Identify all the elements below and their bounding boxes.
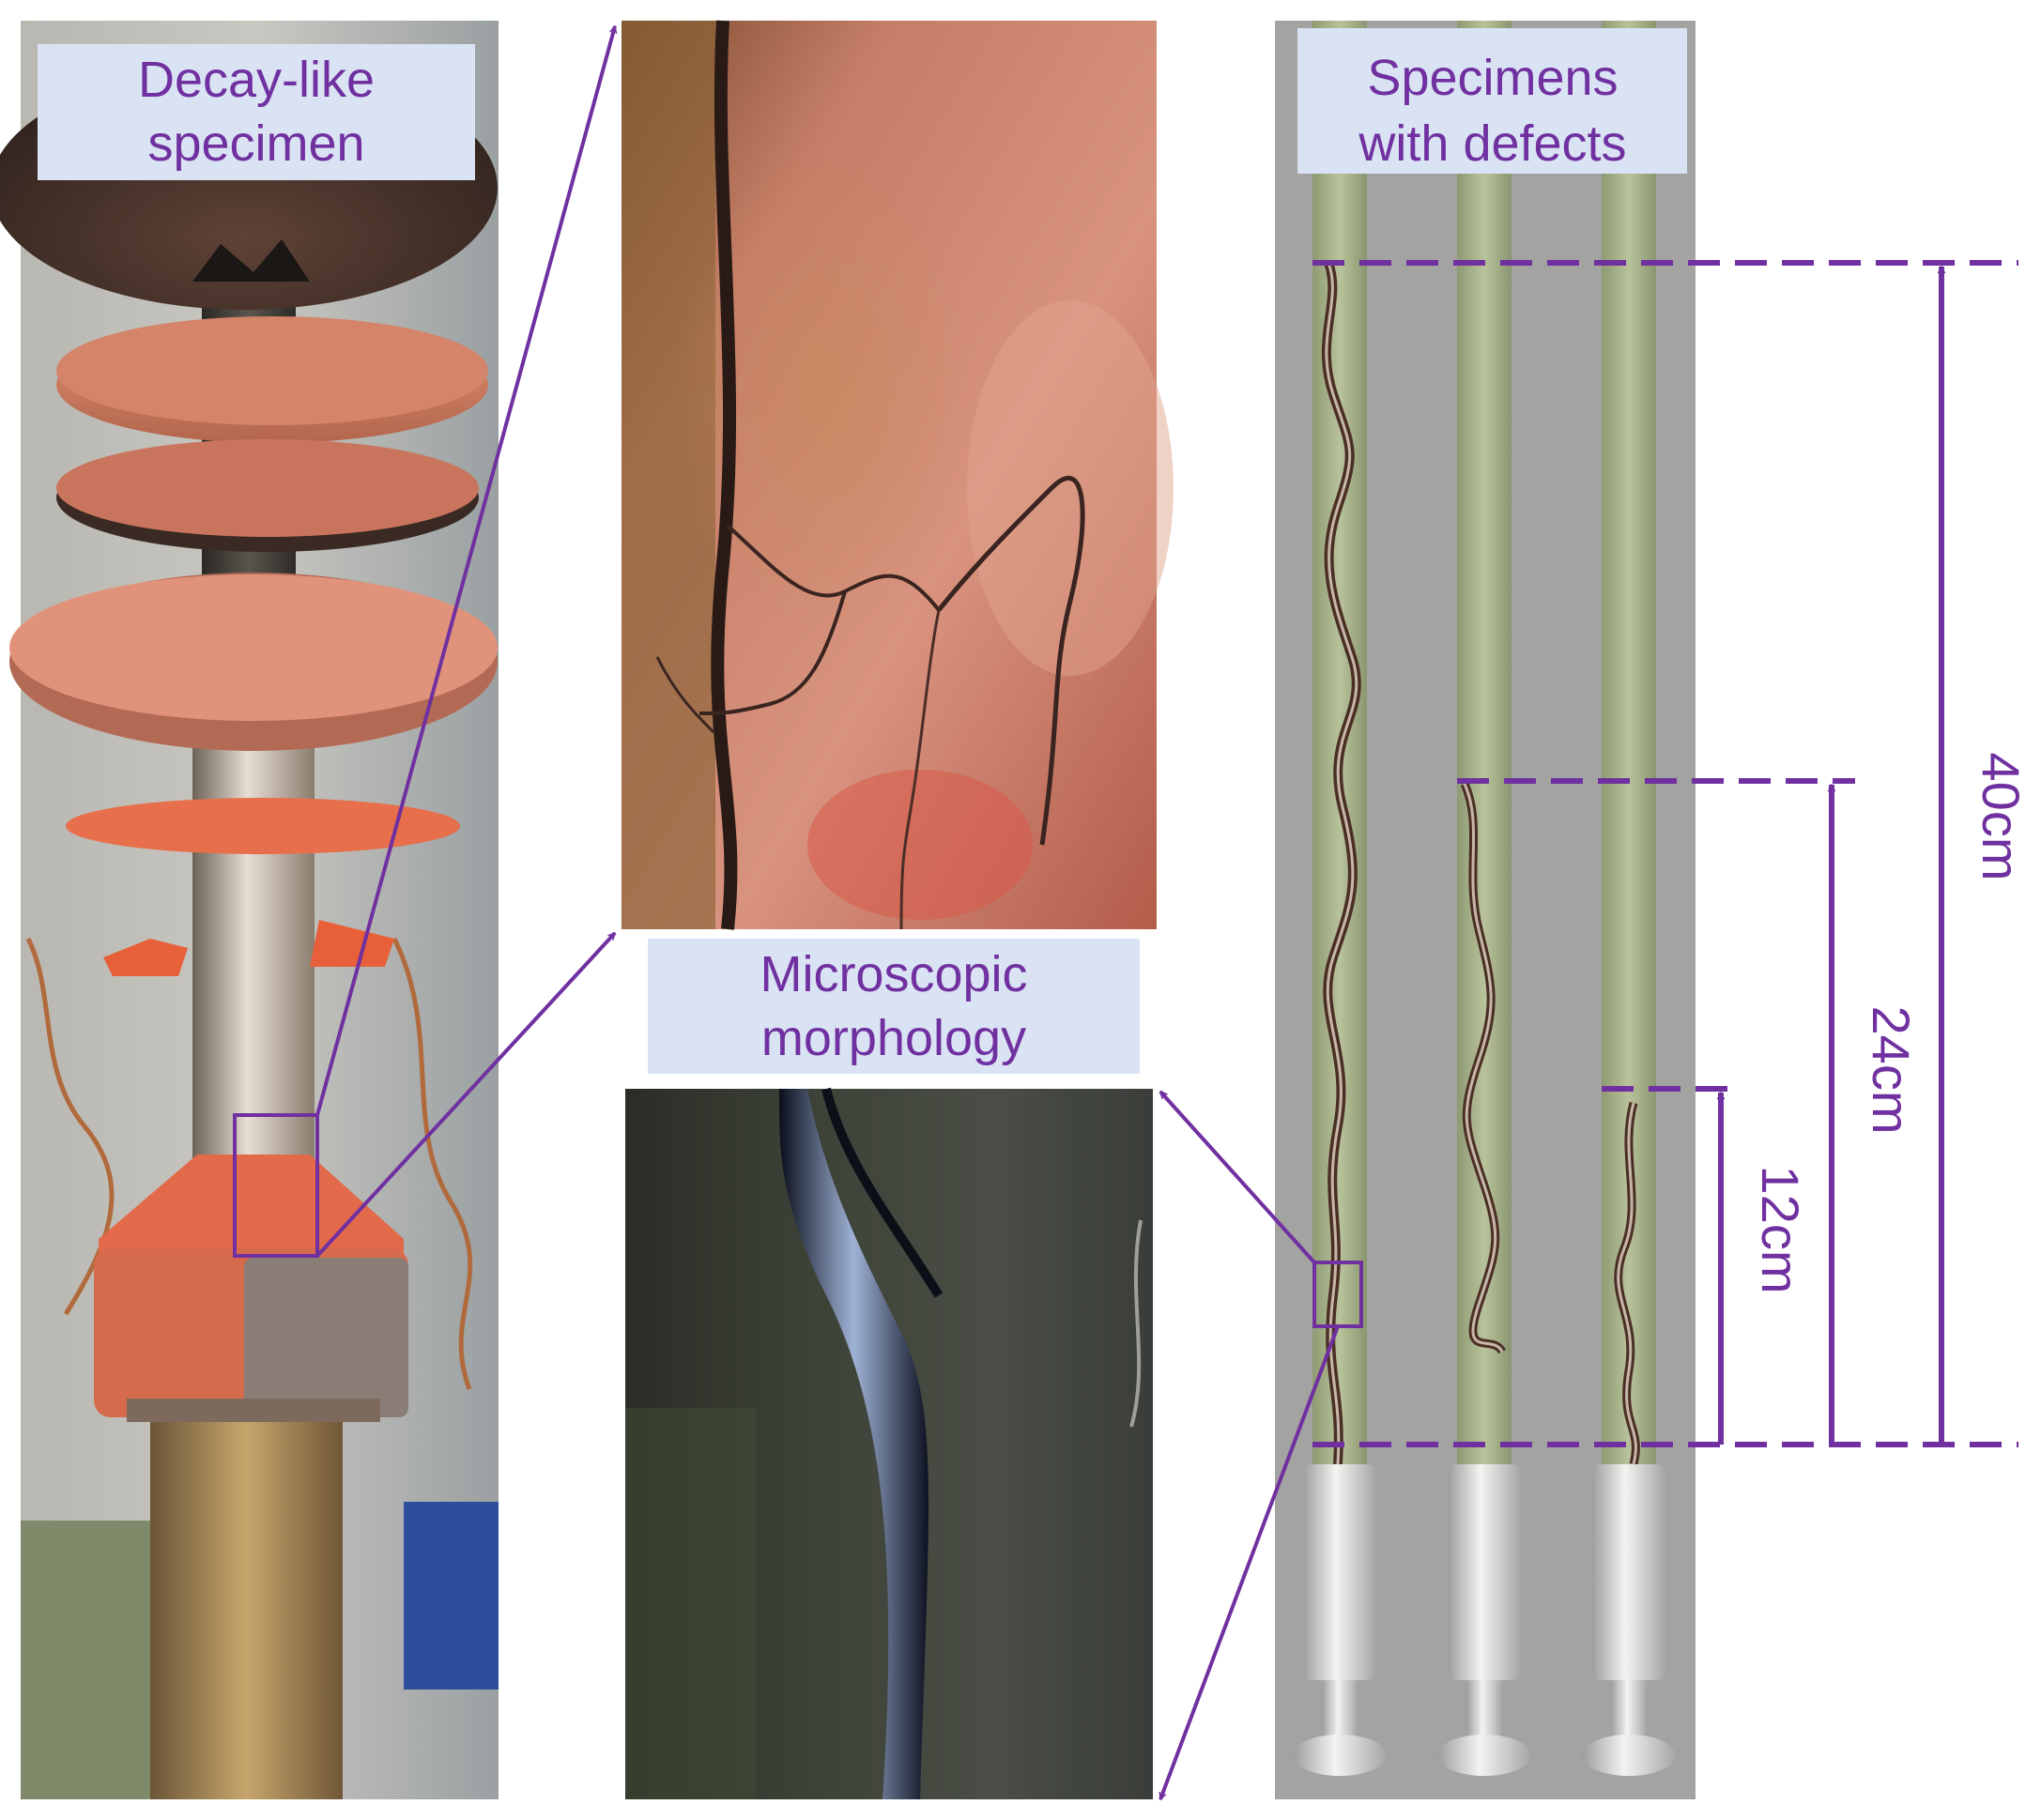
label-decay-line-2: specimen xyxy=(147,115,364,172)
defect-specimens-photo xyxy=(1275,21,1696,1799)
dimension-label-12cm: 12cm xyxy=(1751,1166,1810,1294)
end-fitting-3 xyxy=(1582,1464,1676,1776)
dimension-label-24cm: 24cm xyxy=(1862,1006,1921,1135)
label-micro-line-2: morphology xyxy=(761,1010,1026,1066)
highlight-box-decay xyxy=(233,1113,319,1258)
zoom-arrow-decay-bottom xyxy=(315,931,617,1258)
specimen-rod-2 xyxy=(1457,21,1512,1476)
dimension-lines xyxy=(1312,260,2018,1447)
label-micro-line-1: Microscopic xyxy=(760,946,1027,1002)
label-decay-line-1: Decay-like xyxy=(138,52,375,108)
label-decay-like-specimen: Decay-like specimen xyxy=(38,44,475,180)
decay-specimen-photo xyxy=(0,21,499,1799)
dimension-label-40cm: 40cm xyxy=(1972,753,2031,881)
end-fitting-2 xyxy=(1437,1464,1531,1776)
label-specimens-line-2: with defects xyxy=(1358,115,1626,172)
microscopic-photo-decay xyxy=(622,20,1174,930)
label-specimens-line-1: Specimens xyxy=(1367,50,1618,106)
label-microscopic-morphology: Microscopic morphology xyxy=(648,939,1140,1074)
zoom-connectors xyxy=(315,26,1340,1799)
microscopic-photo-defect xyxy=(625,1087,1153,1799)
specimen-rod-3 xyxy=(1602,21,1656,1476)
zoom-arrow-defect-bottom xyxy=(1159,1325,1340,1799)
label-specimens-with-defects: Specimens with defects xyxy=(1297,28,1687,174)
zoom-arrow-defect-top xyxy=(1159,1090,1316,1264)
end-fitting-1 xyxy=(1293,1464,1387,1776)
zoom-arrow-decay-top xyxy=(315,26,615,1116)
